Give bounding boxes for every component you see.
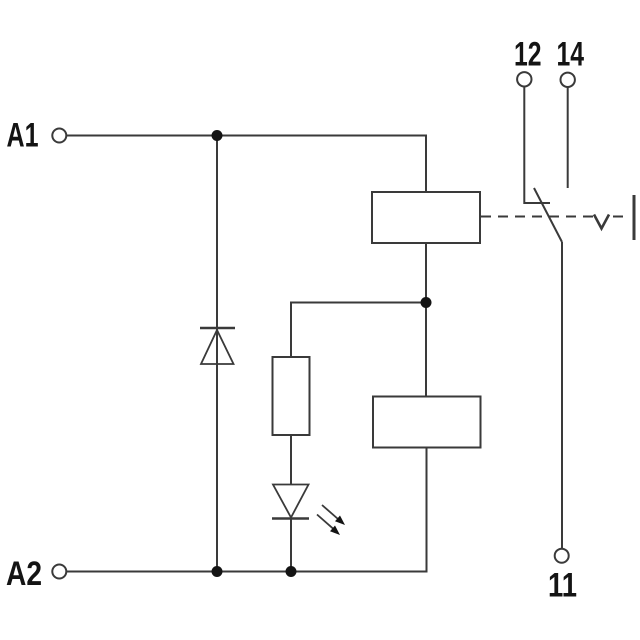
led-icon	[271, 483, 345, 535]
led-arrow-shaft	[321, 504, 339, 520]
relay-coil-upper-icon	[371, 191, 481, 244]
mechanical-link-icon	[481, 195, 636, 240]
label-11: 11	[548, 567, 577, 605]
label-12: 12	[514, 36, 542, 74]
terminal-14-circle	[559, 71, 576, 89]
terminal-a1-circle	[51, 127, 68, 144]
wire-a2-rail	[66, 447, 428, 573]
label-a2: A2	[6, 555, 42, 593]
contact-blade	[533, 187, 563, 243]
resistor-icon	[271, 356, 311, 436]
junction-dots	[211, 130, 432, 577]
led-emission-arrows	[316, 504, 345, 535]
led-arrow-head	[330, 525, 340, 535]
terminal-12-circle	[516, 71, 533, 88]
led-triangle	[271, 483, 310, 520]
led-arrow-head	[335, 515, 345, 525]
label-a1: A1	[7, 117, 39, 155]
junction-dot-icon	[211, 566, 223, 577]
label-14: 14	[557, 36, 585, 74]
mech-link-chevron	[592, 213, 611, 232]
junction-dot-icon	[420, 297, 432, 308]
relay-coil-lower-icon	[372, 395, 482, 449]
led-arrow-shaft	[316, 513, 334, 530]
wires	[66, 134, 428, 573]
freewheel-diode-icon	[199, 326, 235, 365]
diode-triangle	[199, 327, 235, 365]
wire-resistor-branch	[290, 301, 426, 357]
contact-nc-lead	[523, 86, 550, 204]
terminal-a2-circle	[51, 563, 68, 580]
junction-dot-icon	[211, 130, 223, 141]
changeover-contact-icon	[523, 86, 569, 549]
terminal-11-circle	[553, 547, 570, 564]
wire-a1-rail	[66, 134, 427, 192]
junction-dot-icon	[285, 566, 297, 577]
